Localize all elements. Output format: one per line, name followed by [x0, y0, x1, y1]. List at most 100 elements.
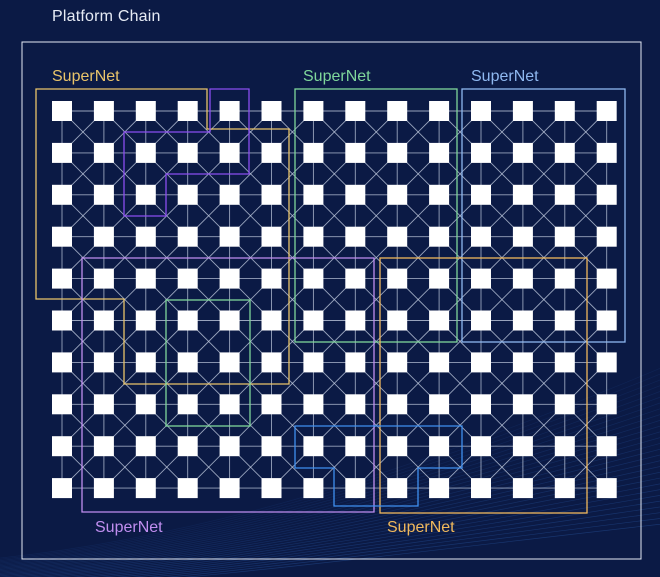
mesh-node	[261, 352, 282, 373]
mesh-node	[261, 394, 282, 415]
mesh-node	[52, 352, 72, 373]
mesh-node	[303, 268, 324, 289]
mesh-node	[135, 394, 156, 415]
supernet-outline-lightblue	[461, 88, 626, 343]
mesh-nodes	[52, 101, 617, 499]
supernet-outlines	[35, 88, 626, 514]
mesh-node	[52, 142, 72, 163]
mesh-node	[471, 394, 491, 415]
mesh-node	[596, 436, 617, 457]
mesh-node	[219, 226, 240, 247]
mesh-node	[303, 226, 324, 247]
mesh-node	[177, 394, 198, 415]
mesh-node	[387, 101, 408, 121]
mesh-node	[387, 310, 408, 331]
background-wave-line	[71, 483, 660, 577]
mesh-node	[177, 101, 198, 121]
mesh-node	[219, 310, 240, 331]
mesh-node	[177, 142, 198, 163]
mesh-node	[387, 226, 408, 247]
background-wave-line	[0, 396, 660, 565]
mesh-node	[52, 394, 72, 415]
mesh-node	[512, 394, 533, 415]
background-wave-line	[0, 454, 660, 577]
mesh-node	[596, 142, 617, 163]
mesh-node	[596, 352, 617, 373]
supernet-label-lightblue: SuperNet	[471, 68, 539, 85]
mesh-node	[135, 436, 156, 457]
mesh-node	[219, 478, 240, 499]
mesh-node	[512, 101, 533, 121]
background-wave-line	[0, 402, 660, 567]
mesh-node	[93, 478, 114, 499]
supernet-outline-green	[294, 88, 458, 343]
mesh-node	[52, 226, 72, 247]
mesh-node	[596, 268, 617, 289]
mesh-node	[93, 142, 114, 163]
mesh-node	[554, 310, 575, 331]
mesh-node	[429, 394, 450, 415]
supernet-label-yellow: SuperNet	[52, 68, 120, 85]
subnet-outline-purple	[123, 88, 250, 217]
mesh-node	[93, 268, 114, 289]
mesh-node	[93, 101, 114, 121]
mesh-node	[303, 142, 324, 163]
mesh-node	[52, 268, 72, 289]
mesh-node	[261, 478, 282, 499]
supernet-label-lavender: SuperNet	[95, 519, 163, 536]
mesh-node	[512, 436, 533, 457]
mesh-node	[135, 101, 156, 121]
mesh-node	[93, 226, 114, 247]
mesh-node	[512, 184, 533, 205]
mesh-node	[303, 394, 324, 415]
mesh-node	[429, 226, 450, 247]
mesh-node	[261, 142, 282, 163]
mesh-node	[261, 101, 282, 121]
mesh-node	[512, 352, 533, 373]
mesh-node	[219, 101, 240, 121]
mesh-node	[177, 478, 198, 499]
mesh-node	[387, 142, 408, 163]
mesh-node	[345, 478, 366, 499]
mesh-node	[93, 394, 114, 415]
background-wave-line	[184, 523, 660, 577]
mesh-node	[261, 226, 282, 247]
mesh-node	[177, 310, 198, 331]
mesh-node	[219, 352, 240, 373]
mesh-node	[219, 268, 240, 289]
mesh-node	[471, 478, 491, 499]
mesh-node	[135, 478, 156, 499]
mesh-node	[219, 142, 240, 163]
mesh-node	[429, 478, 450, 499]
mesh-node	[52, 184, 72, 205]
mesh-node	[135, 142, 156, 163]
mesh-node	[135, 226, 156, 247]
background-wave-line	[101, 495, 660, 577]
mesh-node	[596, 478, 617, 499]
mesh-node	[554, 184, 575, 205]
mesh-node	[554, 436, 575, 457]
supernet-label-orange: SuperNet	[387, 519, 455, 536]
mesh-node	[219, 184, 240, 205]
background-wave-line	[116, 500, 660, 577]
mesh-node	[345, 436, 366, 457]
mesh-node	[387, 268, 408, 289]
background-wave-line	[0, 391, 660, 564]
mesh-node	[471, 352, 491, 373]
mesh-node	[93, 310, 114, 331]
mesh-node	[261, 436, 282, 457]
supernet-label-green: SuperNet	[303, 68, 371, 85]
mesh-node	[261, 184, 282, 205]
background-wave-line	[0, 443, 660, 575]
mesh-node	[345, 226, 366, 247]
mesh-node	[177, 436, 198, 457]
mesh-node	[52, 436, 72, 457]
mesh-node	[345, 101, 366, 121]
mesh-node	[471, 436, 491, 457]
background-wave-line	[86, 489, 660, 577]
mesh-node	[345, 310, 366, 331]
mesh-node	[219, 436, 240, 457]
mesh-node	[387, 478, 408, 499]
